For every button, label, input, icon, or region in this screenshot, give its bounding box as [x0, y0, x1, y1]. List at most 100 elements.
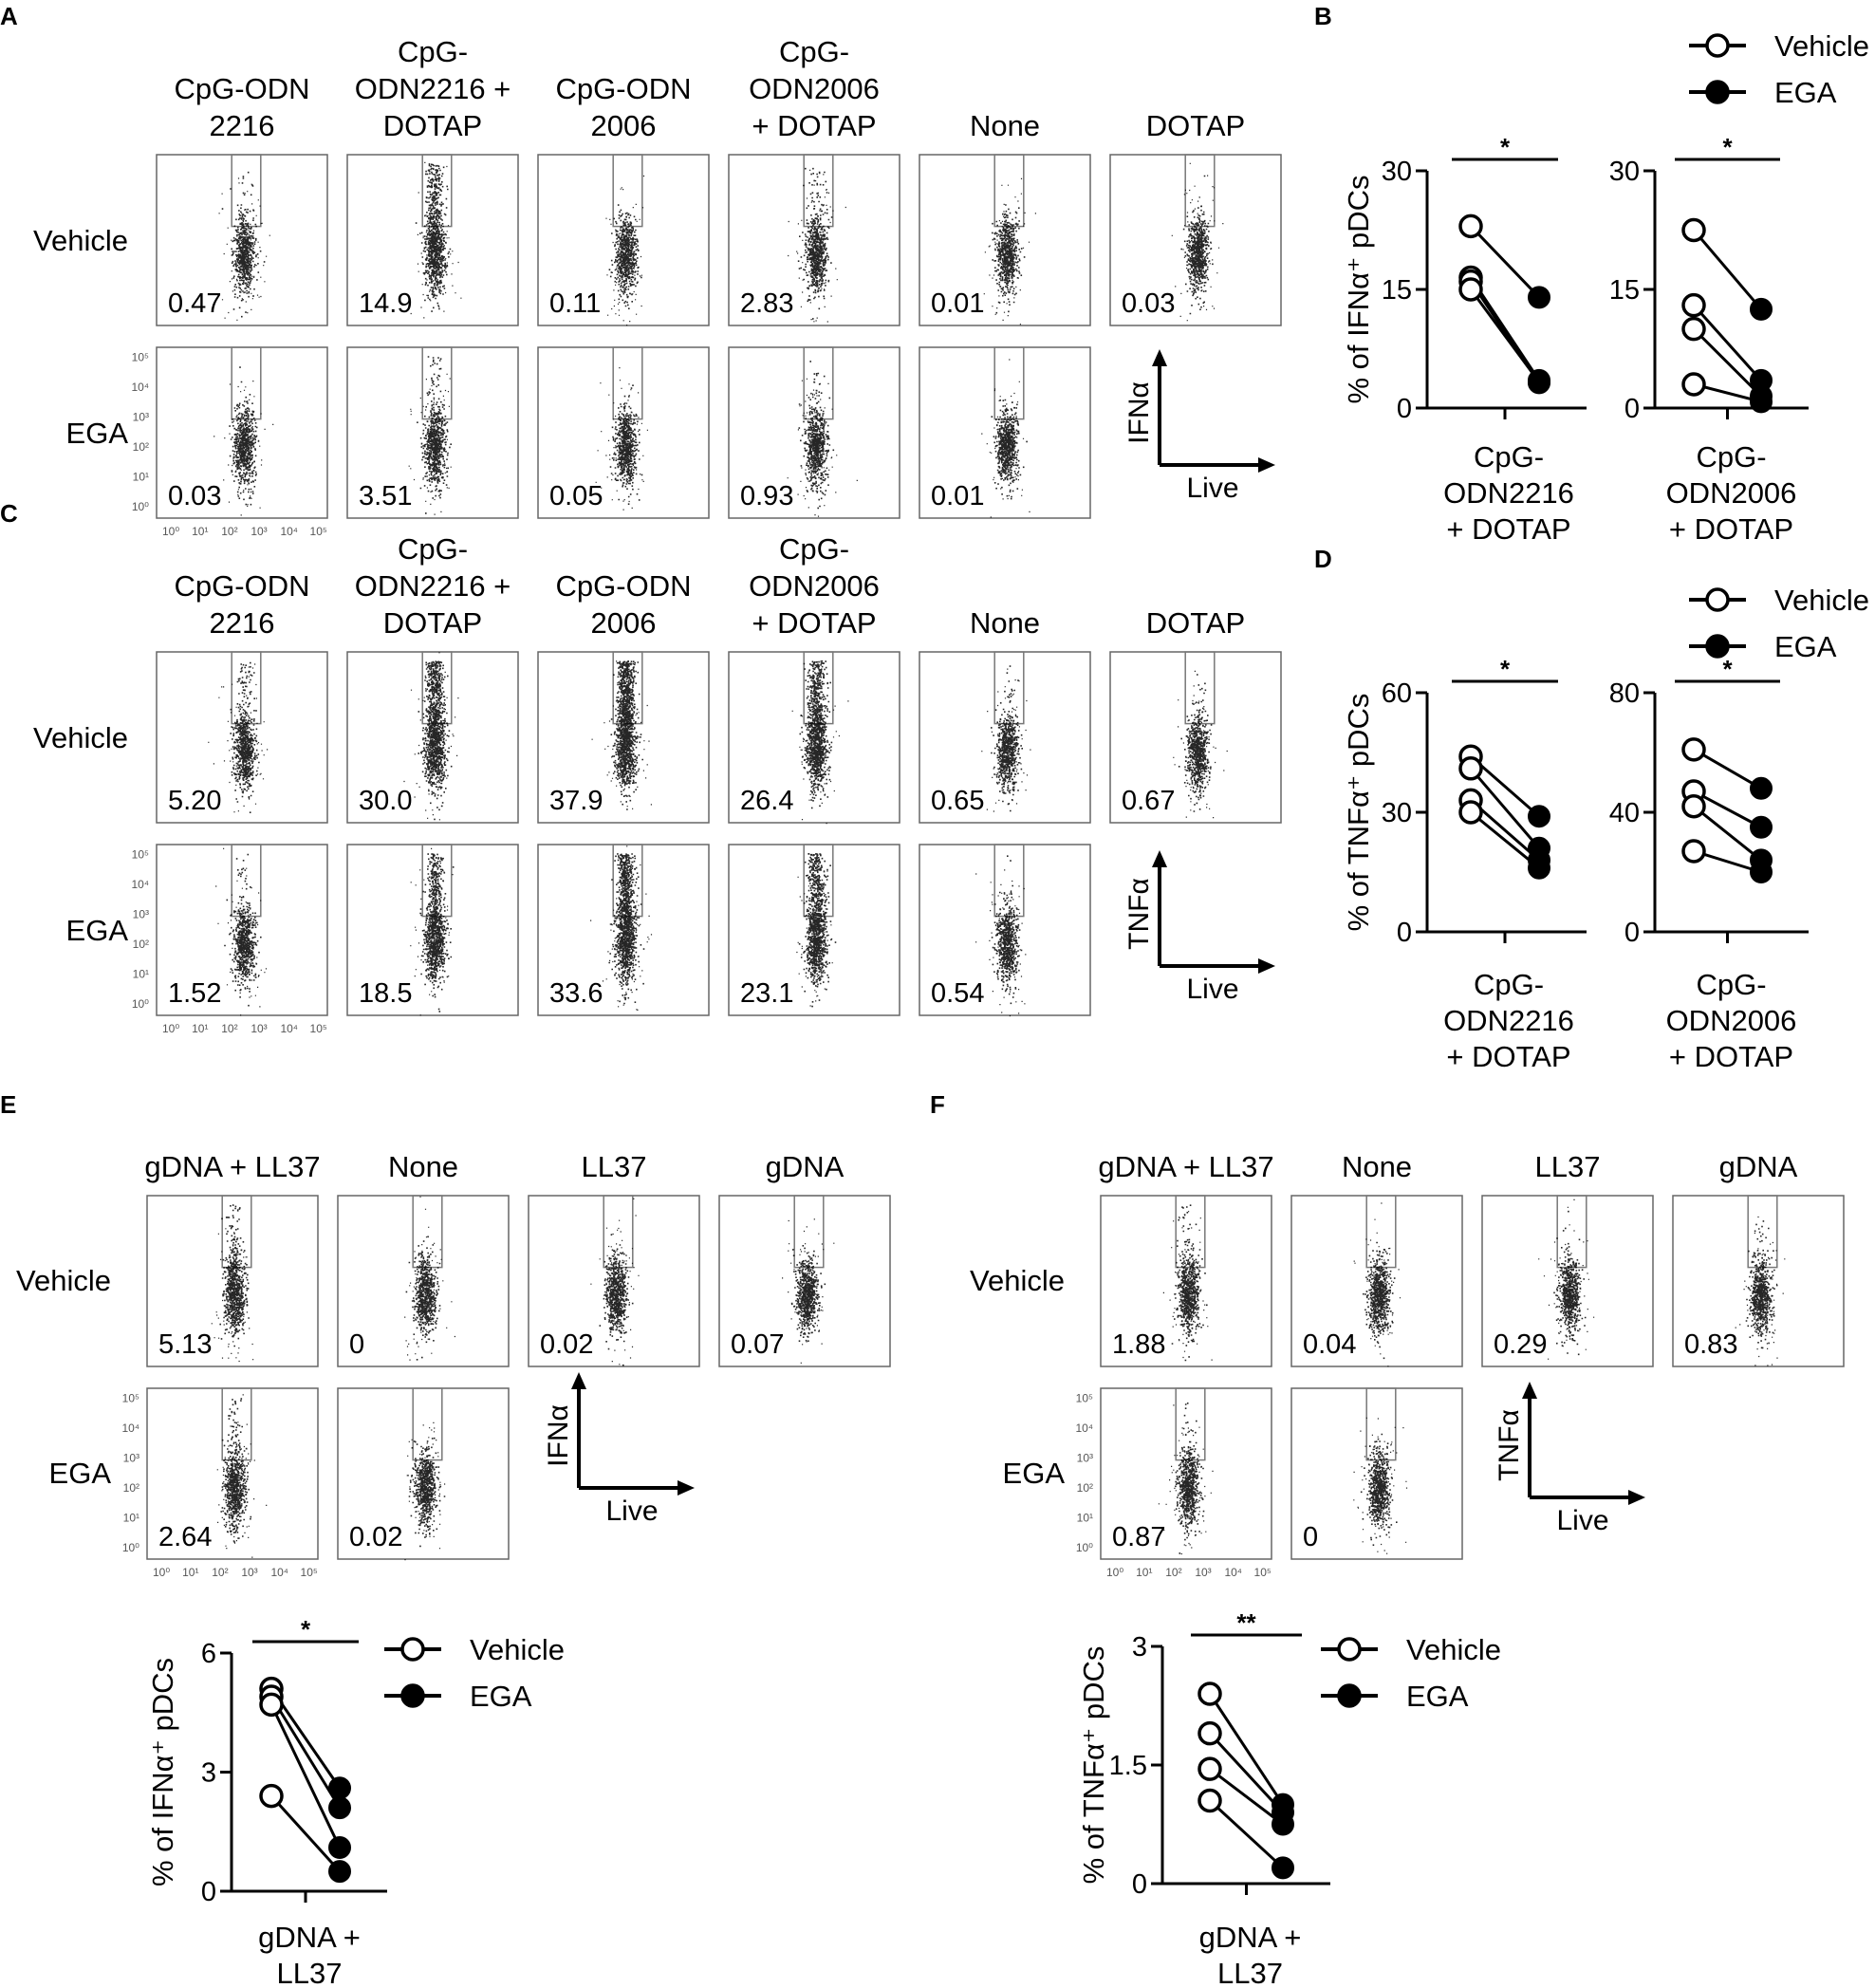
column-label-line: + DOTAP [752, 606, 876, 640]
column-label-line: CpG-ODN [556, 569, 692, 603]
gate-percentage: 37.9 [549, 786, 603, 816]
gate-percentage: 0.93 [740, 481, 793, 511]
vehicle-point [1458, 277, 1483, 302]
gate-percentage: 0.67 [1122, 786, 1175, 816]
gate-percentage: 0.87 [1112, 1522, 1165, 1552]
flow-plot: 0.65 [919, 651, 1091, 824]
flow-plot: 33.6 [537, 844, 710, 1016]
event-dot-cloud [213, 366, 274, 516]
y-tick-label: 10¹ [123, 1511, 139, 1524]
x-tick-label: 10⁴ [1224, 1566, 1242, 1579]
y-tick-label: 0 [1132, 1869, 1147, 1900]
ega-point [1272, 1856, 1294, 1880]
x-category-label-line: ODN2006 [1666, 1004, 1797, 1037]
event-dots [1171, 162, 1224, 322]
vehicle-point [259, 1692, 284, 1718]
event-dots [590, 1198, 640, 1366]
event-dots [410, 847, 455, 1016]
gate-percentage: 5.20 [168, 786, 221, 816]
flow-plot: 18.5 [346, 844, 519, 1016]
x-category-label: CpG-ODN2216+ DOTAP [1443, 968, 1574, 1073]
gate-box [1365, 1195, 1397, 1269]
flow-plot: 0 [337, 1195, 510, 1367]
legend-ega: EGA [1774, 76, 1837, 109]
paired-plot-E_bottom: 036% of IFNα⁺ pDCs*gDNA +LL37 [146, 1615, 387, 1988]
gate-percentage: 0.03 [1122, 288, 1175, 319]
event-dot-cloud [215, 847, 268, 1016]
gate-percentage: 3.51 [359, 481, 412, 511]
event-dot-cloud [208, 661, 269, 813]
x-category-label-line: + DOTAP [1446, 1040, 1570, 1073]
y-tick-label: 40 [1609, 798, 1640, 828]
vehicle-point [1681, 839, 1706, 864]
x-tick-label: 10⁴ [270, 1566, 288, 1579]
column-label-line: ODN2216 + [355, 72, 511, 105]
y-tick-label: 80 [1609, 678, 1640, 709]
x-tick-label: 10⁵ [301, 1566, 318, 1579]
y-tick-label: 10⁵ [132, 847, 149, 861]
gate-box [803, 346, 834, 420]
event-dots [1353, 1417, 1408, 1554]
column-label-line: CpG- [779, 532, 849, 566]
flow-plot: 0.03 [1109, 154, 1282, 326]
x-category-label: CpG-ODN2006+ DOTAP [1666, 968, 1797, 1073]
pair-line [1469, 225, 1541, 299]
flow-plot: 2.83 [728, 154, 900, 326]
legend-open-marker [1705, 33, 1730, 58]
arrow-head [1522, 1382, 1537, 1399]
event-dot-cloud [981, 359, 1030, 518]
column-label-line: 2006 [591, 606, 657, 640]
event-dots [591, 660, 652, 810]
event-dot-cloud [1538, 1198, 1595, 1360]
gate-percentage: 30.0 [359, 786, 412, 816]
row-label: Vehicle [16, 1264, 111, 1297]
vehicle-point [1681, 372, 1706, 397]
y-tick-label: 10⁰ [122, 1541, 139, 1554]
x-category-label-line: CpG- [1696, 968, 1766, 1001]
event-dot-cloud [782, 1218, 835, 1364]
event-dots [605, 175, 645, 326]
pair-line [269, 1794, 342, 1873]
vehicle-point [1197, 1720, 1222, 1746]
event-dot-cloud [975, 855, 1027, 1017]
pair-line [1692, 304, 1763, 381]
x-category-label-line: gDNA + [258, 1921, 361, 1954]
row-label: Vehicle [33, 224, 128, 257]
event-dots [1353, 1202, 1402, 1367]
vehicle-point [1681, 292, 1706, 318]
column-label-line: CpG-ODN [175, 72, 310, 105]
event-dot-cloud [403, 652, 459, 821]
column-label: CpG-ODN2216 [175, 72, 310, 142]
ega-point [1750, 297, 1773, 321]
x-tick-label: 10² [221, 525, 237, 538]
column-label-line: None [970, 109, 1040, 142]
y-axis-label: % of TNFα⁺ pDCs [1342, 694, 1375, 932]
y-tick-label: 1.5 [1109, 1751, 1147, 1781]
event-dot-cloud [605, 175, 645, 326]
event-dots [595, 367, 648, 511]
y-tick-label: 10³ [1077, 1451, 1093, 1464]
ega-point [1528, 370, 1550, 394]
x-tick-label: 10⁴ [280, 1022, 298, 1035]
event-dots [403, 652, 459, 821]
pair-line [1692, 229, 1763, 310]
ega-point [1750, 776, 1773, 800]
event-dot-cloud [791, 660, 849, 825]
column-label: None [970, 109, 1040, 142]
arrow-head [1152, 349, 1167, 366]
x-tick-label: 10³ [251, 1022, 267, 1035]
y-tick-label: 10³ [133, 410, 149, 423]
event-dots [408, 356, 452, 515]
vehicle-point [1458, 214, 1483, 239]
column-label: LL37 [1535, 1150, 1601, 1183]
flow-plot: 26.4 [728, 651, 900, 825]
arrow-head [1258, 457, 1275, 473]
row-label: EGA [66, 417, 129, 450]
event-dots [981, 359, 1030, 518]
column-label-line: DOTAP [383, 606, 483, 640]
flow-plot: 14.9 [346, 154, 519, 326]
